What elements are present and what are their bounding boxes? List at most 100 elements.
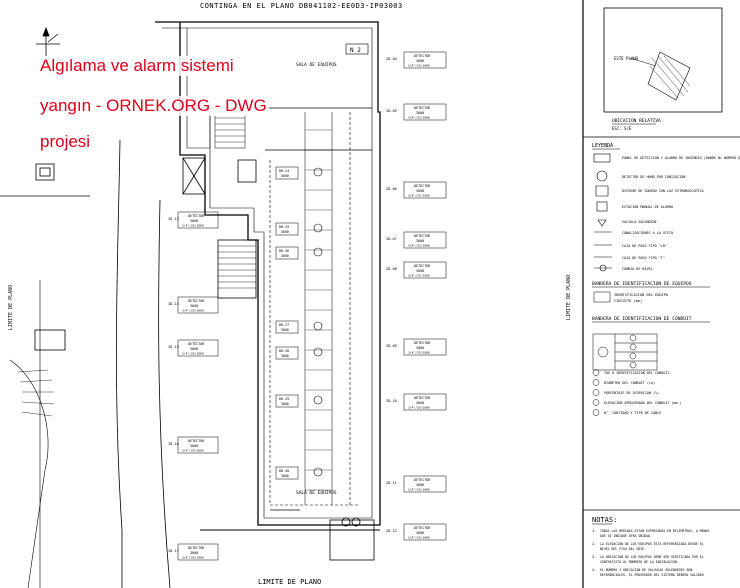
equipment-tag-label: DETECTOR bbox=[414, 106, 431, 110]
inner-tag-value: 3000 bbox=[281, 402, 289, 406]
limit-left-label: LIMITE DE PLANO bbox=[8, 285, 14, 330]
equipment-tag-id: ID-14 bbox=[168, 302, 179, 306]
equipment-tag-box bbox=[403, 51, 447, 69]
smoke-detector-icon bbox=[313, 395, 323, 405]
equipment-tag-box bbox=[403, 393, 447, 411]
note-text: EL NUMERO Y UBICACION DE VALVULAS SOLENO… bbox=[600, 568, 692, 572]
equipment-tag-id: ID-09 bbox=[386, 344, 397, 348]
equipment-tag-conduit: 3/4"/25/1000 bbox=[408, 536, 430, 540]
legend-item: CAJA DE PASO TIPO "T" bbox=[622, 256, 665, 260]
equipment-tag-id: ID-10 bbox=[386, 399, 397, 403]
limit-right-label: LIMITE DE PLANO bbox=[566, 275, 572, 320]
equipment-tag-id: ID-11 bbox=[386, 481, 397, 485]
inner-tag-value: 3000 bbox=[281, 230, 289, 234]
equipment-tag-id: ID-17 bbox=[168, 549, 179, 553]
legend-item: DIFUSOR DE SONIDO CON LUZ ESTROBOSCOPICA bbox=[622, 189, 704, 193]
equipment-tag-conduit: 3/4"/25/1000 bbox=[408, 64, 430, 68]
equipment-tag-box bbox=[403, 181, 447, 199]
inner-tag-id: DH-28 bbox=[279, 349, 289, 353]
equipment-tag-box bbox=[403, 338, 447, 356]
overlay-line-1: Algılama ve alarm sistemi bbox=[38, 56, 236, 76]
note-number: 3. bbox=[592, 555, 596, 559]
equipment-tag-label: DETECTOR bbox=[188, 214, 205, 218]
inner-tag-box bbox=[275, 346, 299, 360]
location-title: UBICACION RELATIVA bbox=[612, 118, 661, 124]
equipment-tag-conduit: 3/4"/25/1000 bbox=[408, 116, 430, 120]
conduit-number-circle bbox=[592, 389, 600, 396]
equipment-tag-label: DETECTOR bbox=[188, 299, 205, 303]
legend-item: ESTACION MANUAL DE ALARMA bbox=[622, 205, 673, 209]
note-text: CONTRATISTA AL MOMENTO DE LA INSTALACION… bbox=[600, 560, 679, 564]
equipment-tag-box bbox=[403, 231, 447, 249]
inner-tag-id: DH-26 bbox=[279, 249, 289, 253]
smoke-detector-icon bbox=[313, 223, 323, 233]
inner-tag-id: DH-25 bbox=[279, 225, 289, 229]
sala-equipos-bottom-label: SALA DE EQUIPOS bbox=[296, 490, 337, 496]
equipment-tag-conduit: 3/4"/25/1000 bbox=[182, 309, 204, 313]
legend-item: CANALIZACIONES A LA VISTA bbox=[622, 231, 673, 235]
note-text: TODAS LAS MEDIDAS ESTAN EXPRESADAS EN MI… bbox=[600, 529, 709, 533]
note-text: QUE SE INDIQUE OTRA UNIDAD. bbox=[600, 534, 652, 538]
equipment-tag-label: DETECTOR bbox=[188, 342, 205, 346]
conduit-number-circle bbox=[592, 399, 600, 406]
inner-tag-value: 3000 bbox=[281, 254, 289, 258]
inner-tag-value: 3000 bbox=[281, 174, 289, 178]
conduit-number-circle bbox=[592, 409, 600, 416]
equipment-tag-id: ID-13 bbox=[168, 217, 179, 221]
smoke-detector-icon bbox=[313, 321, 323, 331]
equipment-tag-id: ID-15 bbox=[168, 345, 179, 349]
equipment-tag-id: ID-05 bbox=[386, 109, 397, 113]
equipment-tag-value: 3000 bbox=[416, 189, 424, 193]
inner-tag-value: 3000 bbox=[281, 354, 289, 358]
inner-tag-value: 3000 bbox=[281, 474, 289, 478]
equipment-tag-value: 3000 bbox=[416, 346, 424, 350]
legend-title: LEYENDA bbox=[592, 143, 613, 149]
equipment-tag-id: ID-06 bbox=[386, 187, 397, 191]
conduit-item: ELEVACION APROXIMADA DEL CONDUIT (mm.) bbox=[604, 401, 682, 405]
location-scale: ESC: S/E bbox=[612, 126, 632, 131]
inner-tag-value: 3000 bbox=[281, 328, 289, 332]
equipment-tag-id: ID-08 bbox=[386, 267, 397, 271]
equipment-tag-box bbox=[403, 103, 447, 121]
equipment-tag-value: 3000 bbox=[190, 444, 198, 448]
equipment-tag-label: DETECTOR bbox=[414, 478, 431, 482]
note-number: 1. bbox=[592, 529, 596, 533]
inner-tag-box bbox=[275, 394, 299, 408]
smoke-detector-icon bbox=[313, 467, 323, 477]
equipment-tag-conduit: 3/4"/25/1000 bbox=[408, 274, 430, 278]
location-label: ESTE PLANO bbox=[614, 56, 639, 61]
equipment-tag-conduit: 3/4"/25/1000 bbox=[408, 194, 430, 198]
smoke-detector-icon bbox=[313, 167, 323, 177]
conduit-number-circle bbox=[592, 379, 600, 386]
smoke-detector-icon bbox=[313, 347, 323, 357]
equipment-tag-conduit: 3/4"/25/1000 bbox=[408, 406, 430, 410]
inner-tag-box bbox=[275, 466, 299, 480]
smoke-detector-icon bbox=[313, 247, 323, 257]
equipment-tag-label: DETECTOR bbox=[414, 54, 431, 58]
equipment-tag-box bbox=[177, 436, 219, 454]
conduit-item: DIAMETRO DEL CONDUIT (in) bbox=[604, 381, 655, 385]
note-text: NIVEL DEL PISO DEL EDIF. bbox=[600, 547, 646, 551]
equipment-tag-box bbox=[177, 339, 219, 357]
conduit-item: TAG O IDENTIFICACION DEL CONDUIT. bbox=[604, 371, 671, 375]
legend-item: DETECTOR DE HUMO POR IONIZACION bbox=[622, 175, 685, 179]
inner-tag-box bbox=[275, 166, 299, 180]
overlay-line-2: yangın - ORNEK.ORG - DWG bbox=[38, 96, 269, 116]
note-number: 2. bbox=[592, 542, 596, 546]
equipment-tag-label: DETECTOR bbox=[414, 341, 431, 345]
equipment-tag-box bbox=[177, 211, 219, 229]
zone-tag-label: N 2 bbox=[350, 47, 361, 54]
equipment-tag-conduit: 3/4"/25/1000 bbox=[182, 352, 204, 356]
equipment-tag-label: DETECTOR bbox=[414, 234, 431, 238]
equipment-tag-value: 3000 bbox=[416, 483, 424, 487]
equipment-tag-value: 3000 bbox=[190, 219, 198, 223]
inner-tag-box bbox=[275, 246, 299, 260]
equipment-tag-id: ID-16 bbox=[168, 442, 179, 446]
equipment-tag-value: 3000 bbox=[416, 401, 424, 405]
inner-tag-box bbox=[275, 222, 299, 236]
inner-tag-id: DH-30 bbox=[279, 469, 289, 473]
equipment-tag-box bbox=[403, 261, 447, 279]
legend-item: CAMBIO DE NIVEL bbox=[622, 267, 653, 271]
equipment-tag-label: DETECTOR bbox=[414, 396, 431, 400]
